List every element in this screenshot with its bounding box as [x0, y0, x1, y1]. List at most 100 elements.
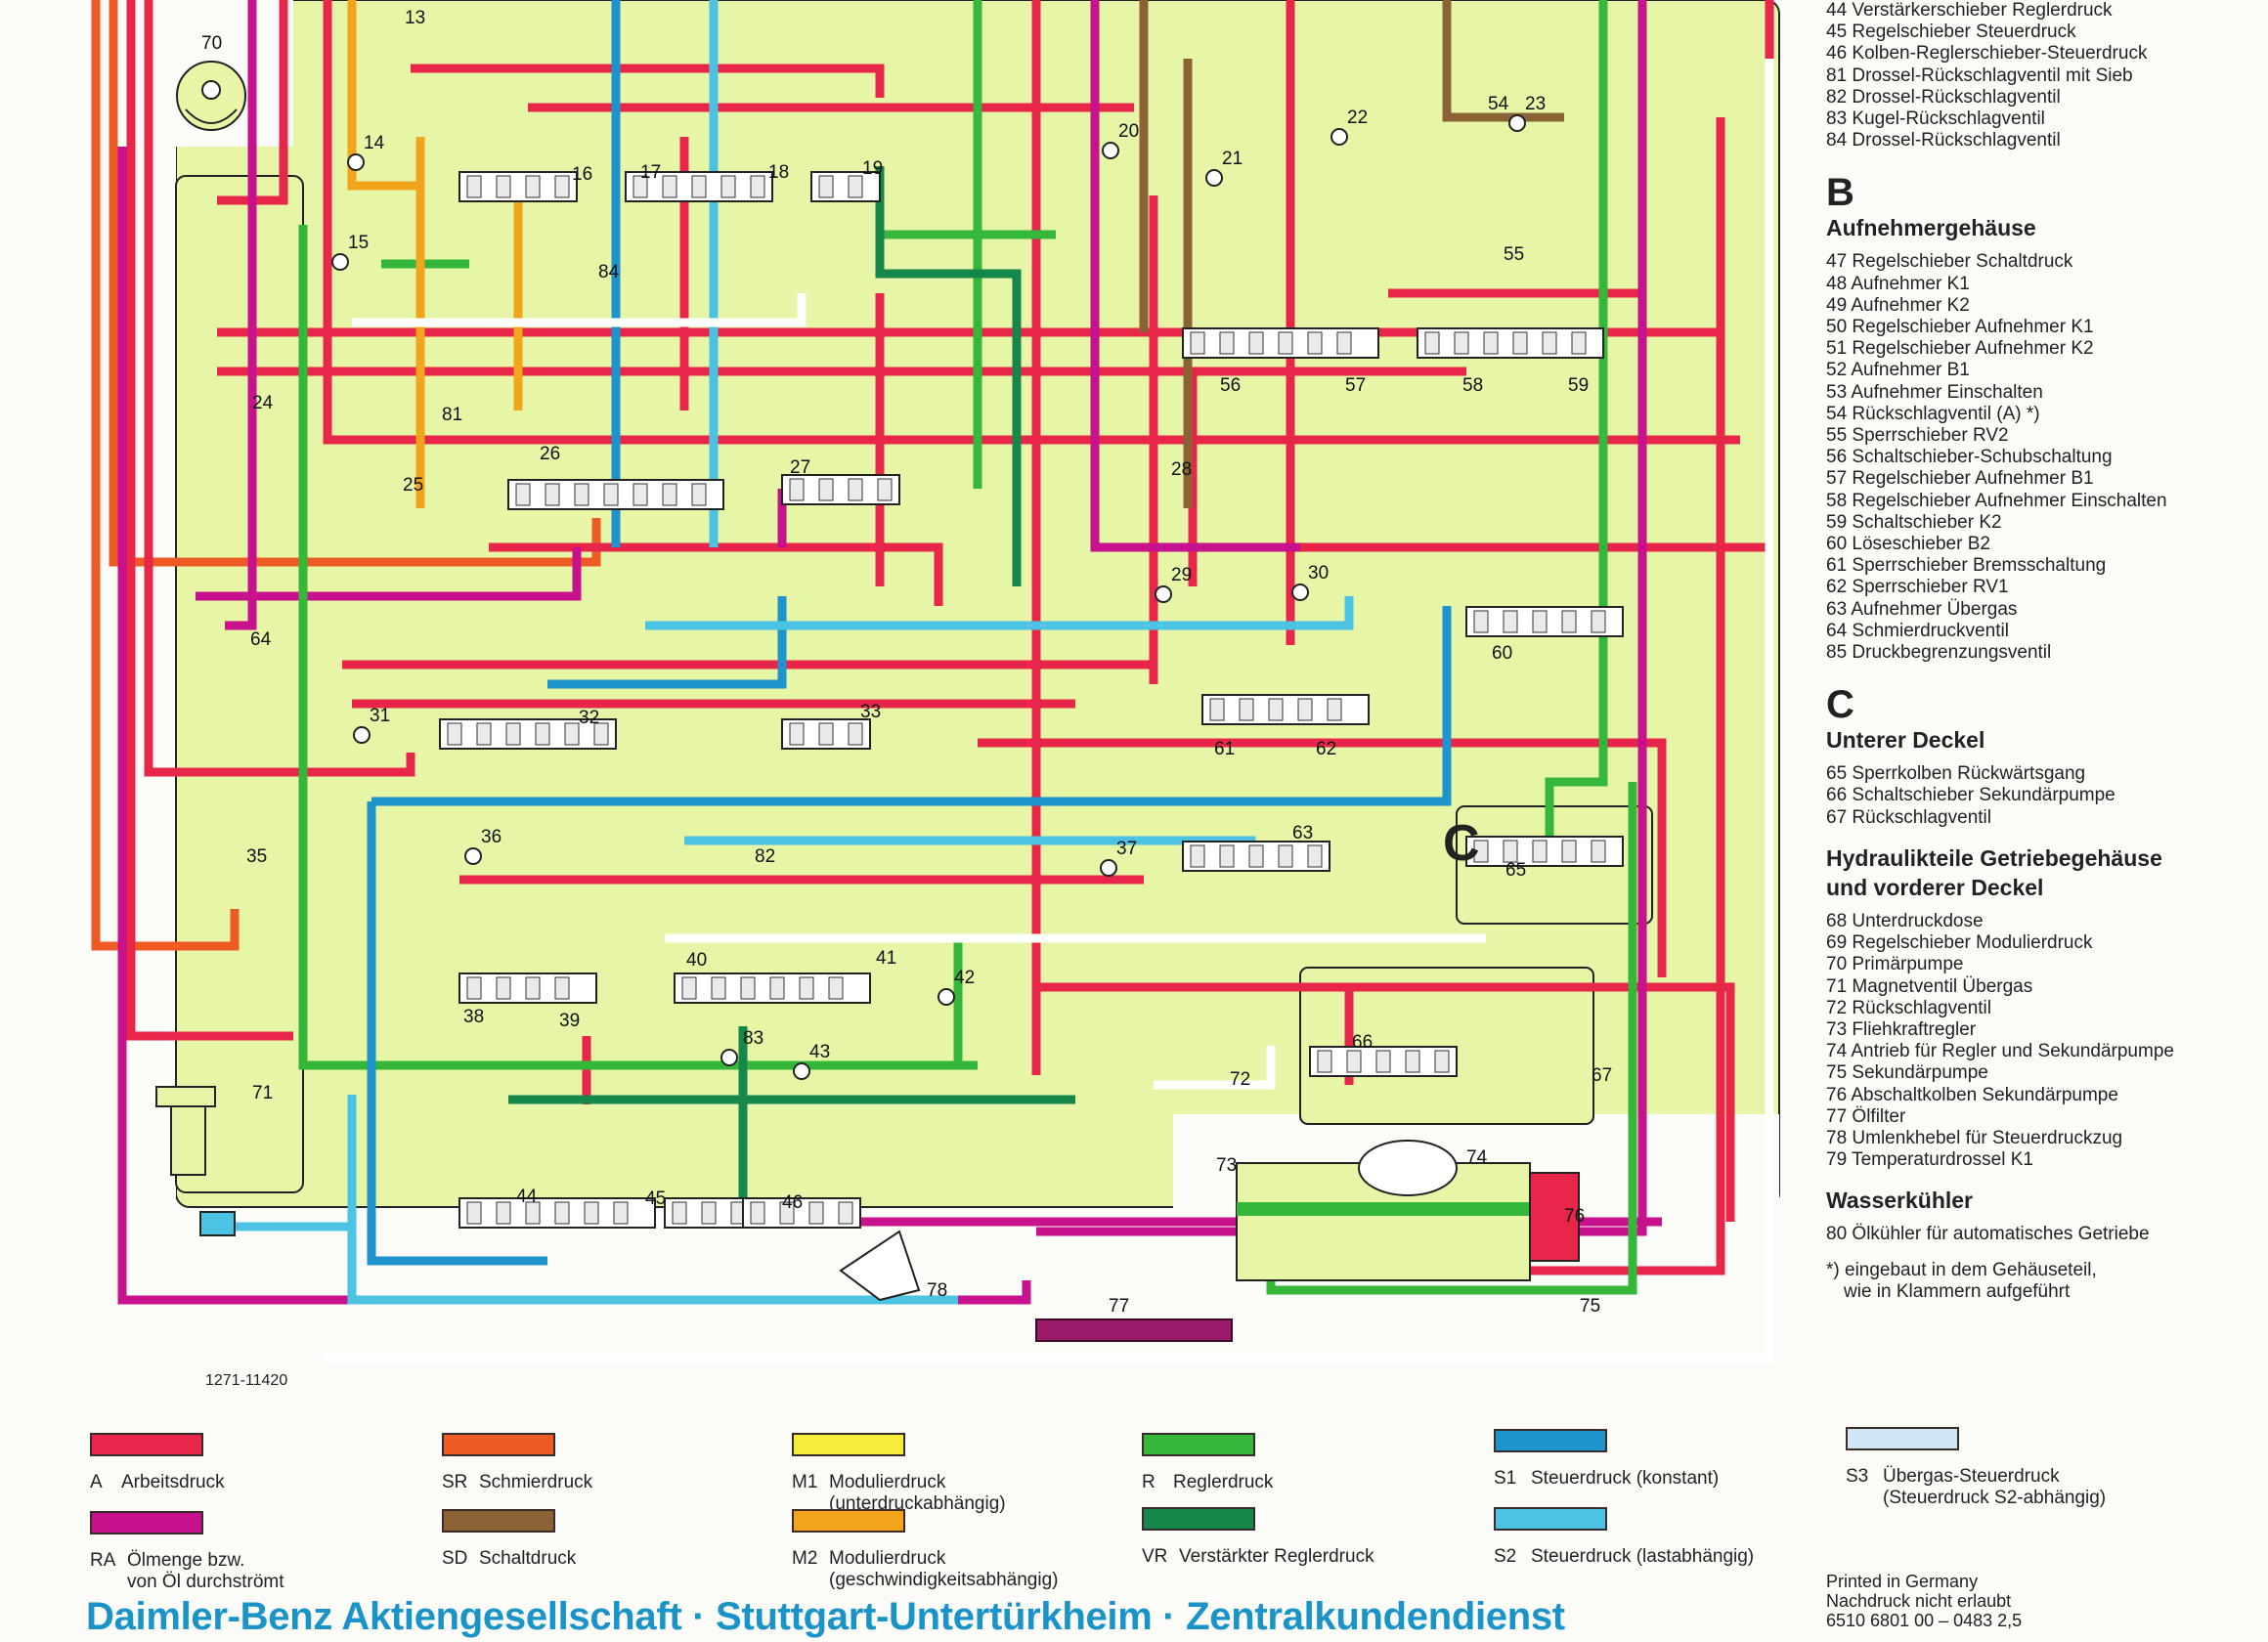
parts-list-item: 50 Regelschieber Aufnehmer K1 [1826, 317, 2094, 338]
valve-spool-17 [625, 171, 773, 202]
publisher-brand: Daimler-Benz Aktiengesellschaft · Stuttg… [86, 1595, 1565, 1638]
valve-spool-19 [810, 171, 881, 202]
legend-label: Arbeitsdruck [121, 1472, 225, 1492]
check-valve-ball-21 [1205, 169, 1223, 187]
component-label-22: 22 [1347, 108, 1368, 128]
group-c-letter: C [1826, 683, 1854, 727]
parts-list-item: 74 Antrieb für Regler und Sekundärpumpe [1826, 1041, 2174, 1062]
parts-list-item: 67 Rückschlagventil [1826, 806, 1991, 828]
legend-label: Steuerdruck (konstant) [1531, 1468, 1720, 1489]
component-label-62: 62 [1316, 739, 1336, 759]
component-label-41: 41 [876, 948, 896, 969]
line-a [489, 542, 943, 606]
valve-spool-58 [1417, 327, 1604, 359]
footnote-line-2: wie in Klammern aufgeführt [1844, 1280, 2071, 1302]
component-label-31: 31 [370, 706, 390, 726]
line-unpressurized [1154, 1046, 1276, 1090]
group-hydraulic-title-1: Hydraulikteile Getriebegehäuse [1826, 844, 2162, 871]
line-a [978, 738, 1667, 977]
parts-list-item: 72 Rückschlagventil [1826, 997, 1991, 1018]
check-valve-ball-37 [1100, 859, 1117, 877]
check-valve-ball-43 [793, 1062, 810, 1080]
component-label-33: 33 [860, 702, 881, 722]
parts-list-item: 46 Kolben-Reglerschieber-Steuerdruck [1826, 43, 2148, 65]
component-label-15: 15 [348, 233, 369, 253]
check-valve-ball-15 [331, 253, 349, 271]
parts-list-item: 54 Rückschlagventil (A) *) [1826, 403, 2040, 424]
line-s1 [371, 606, 1452, 806]
governor-secondary-pump-icon [1236, 1140, 1580, 1281]
valve-spool-61 [1201, 694, 1370, 725]
parts-list-item: 71 Magnetventil Übergas [1826, 975, 2033, 997]
legend-swatch-a [90, 1433, 203, 1456]
component-label-76: 76 [1564, 1206, 1585, 1227]
valve-spool-26 [507, 479, 724, 510]
primary-pump-icon [176, 61, 246, 131]
line-ra [1090, 0, 1300, 552]
parts-group-cooler: 80 Ölkühler für automatisches Getriebe [1826, 1224, 2268, 1245]
parts-list-item: 56 Schaltschieber-Schubschaltung [1826, 447, 2113, 468]
components [331, 114, 1624, 1229]
component-label-40: 40 [686, 950, 707, 971]
component-label-78: 78 [927, 1280, 947, 1301]
parts-list-item: 60 Löseschieber B2 [1826, 534, 1990, 555]
parts-list-item: 75 Sekundärpumpe [1826, 1062, 1988, 1084]
parts-list-item: 59 Schaltschieber K2 [1826, 511, 2002, 533]
oil-filter-icon [1035, 1318, 1233, 1342]
parts-list-item: 78 Umlenkhebel für Steuerdruckzug [1826, 1127, 2123, 1148]
valve-spool-60 [1465, 606, 1624, 637]
legend-code: A [90, 1472, 103, 1492]
component-label-65: 65 [1505, 860, 1526, 881]
component-label-71: 71 [252, 1083, 273, 1103]
component-label-26: 26 [540, 444, 560, 464]
parts-list-item: 45 Regelschieber Steuerdruck [1826, 22, 2076, 43]
check-valve-ball-83 [720, 1049, 738, 1066]
component-label-56: 56 [1220, 375, 1241, 396]
legend-label: Reglerdruck [1173, 1472, 1274, 1492]
legend-code: R [1142, 1472, 1156, 1492]
line-m2 [347, 0, 420, 191]
legend-label-secondary: (unterdruckabhängig) [829, 1493, 1006, 1514]
component-label-59: 59 [1568, 375, 1589, 396]
legend-swatch-vr [1142, 1507, 1255, 1531]
parts-list-item: 58 Regelschieber Aufnehmer Einschalten [1826, 490, 2167, 511]
legend-label-secondary: von Öl durchströmt [127, 1572, 284, 1592]
parts-list-item: 70 Primärpumpe [1826, 954, 1964, 975]
parts-list-item: 49 Aufnehmer K2 [1826, 294, 1970, 316]
check-valve-ball-23 [1508, 114, 1526, 132]
valve-spool-56 [1182, 327, 1379, 359]
parts-list-item: 66 Schaltschieber Sekundärpumpe [1826, 785, 2115, 806]
component-label-30: 30 [1308, 563, 1329, 583]
line-a [217, 0, 288, 205]
component-label-17: 17 [640, 162, 661, 183]
component-label-20: 20 [1118, 121, 1139, 142]
parts-list-item: 61 Sperrschieber Bremsschaltung [1826, 555, 2107, 577]
legend-code: RA [90, 1550, 116, 1571]
parts-list-item: 68 Unterdruckdose [1826, 910, 1984, 931]
component-label-70: 70 [201, 33, 222, 54]
line-r [298, 225, 978, 1070]
component-label-66: 66 [1352, 1032, 1373, 1053]
component-label-58: 58 [1462, 375, 1483, 396]
component-label-32: 32 [579, 708, 599, 728]
legend-label: Verstärkter Reglerdruck [1179, 1546, 1374, 1567]
group-c-title: Unterer Deckel [1826, 727, 1985, 754]
check-valve-ball-36 [464, 847, 482, 865]
parts-list-item: 48 Aufnehmer K1 [1826, 273, 1970, 294]
valve-spool-63 [1182, 841, 1330, 872]
component-label-60: 60 [1492, 643, 1512, 664]
valve-spool-65 [1465, 836, 1624, 867]
print-line-2: Nachdruck nicht erlaubt [1826, 1591, 2012, 1611]
component-label-73: 73 [1216, 1155, 1237, 1176]
footnote-line-1: *) eingebaut in dem Gehäuseteil, [1826, 1259, 2097, 1280]
component-label-67: 67 [1592, 1065, 1612, 1086]
group-hydraulic-title-2: und vorderer Deckel [1826, 874, 2044, 900]
component-label-16: 16 [572, 164, 592, 185]
check-valve-ball-29 [1155, 585, 1172, 603]
legend-swatch-s3 [1846, 1427, 1959, 1450]
component-label-14: 14 [364, 133, 385, 153]
group-cooler-title: Wasserkühler [1826, 1188, 1973, 1214]
component-label-46: 46 [782, 1192, 803, 1213]
line-a [126, 0, 293, 1041]
